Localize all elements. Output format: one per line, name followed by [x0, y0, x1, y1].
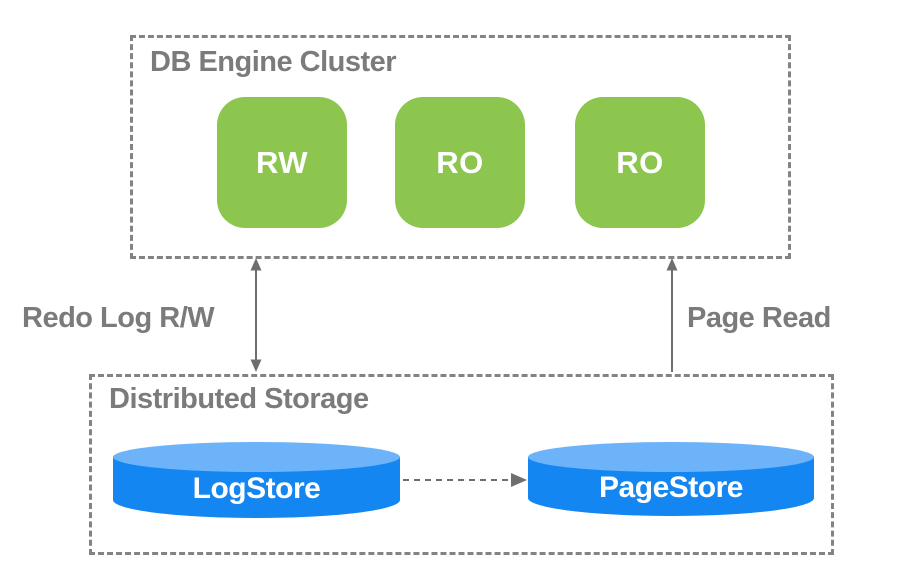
page-read-label: Page Read: [687, 302, 831, 334]
arrowhead-up-icon: [250, 258, 262, 271]
logstore-label: LogStore: [192, 471, 321, 505]
arrowhead-up-icon: [666, 258, 678, 271]
pagestore-cylinder-top: [528, 442, 814, 472]
page-read-arrow: [666, 258, 678, 372]
distributed-storage-box: Distributed Storage: [89, 374, 834, 555]
node-ro-1-label: RO: [436, 144, 484, 180]
logstore-cylinder-top: [113, 442, 400, 472]
db-engine-cluster-title: DB Engine Cluster: [150, 46, 397, 78]
logstore-cylinder: LogStore: [113, 442, 400, 518]
pagestore-cylinder: PageStore: [528, 442, 814, 516]
pagestore-label: PageStore: [599, 470, 743, 504]
redo-log-arrow: [250, 258, 262, 372]
node-rw: RW: [217, 97, 347, 228]
arrowhead-down-icon: [250, 359, 262, 372]
distributed-storage-title: Distributed Storage: [109, 383, 369, 415]
db-engine-cluster-box: DB Engine Cluster: [130, 35, 791, 259]
node-rw-label: RW: [255, 144, 309, 180]
node-ro-2: RO: [575, 97, 705, 228]
node-ro-1: RO: [395, 97, 525, 228]
redo-log-rw-label: Redo Log R/W: [22, 302, 215, 334]
node-ro-2-label: RO: [616, 144, 664, 180]
